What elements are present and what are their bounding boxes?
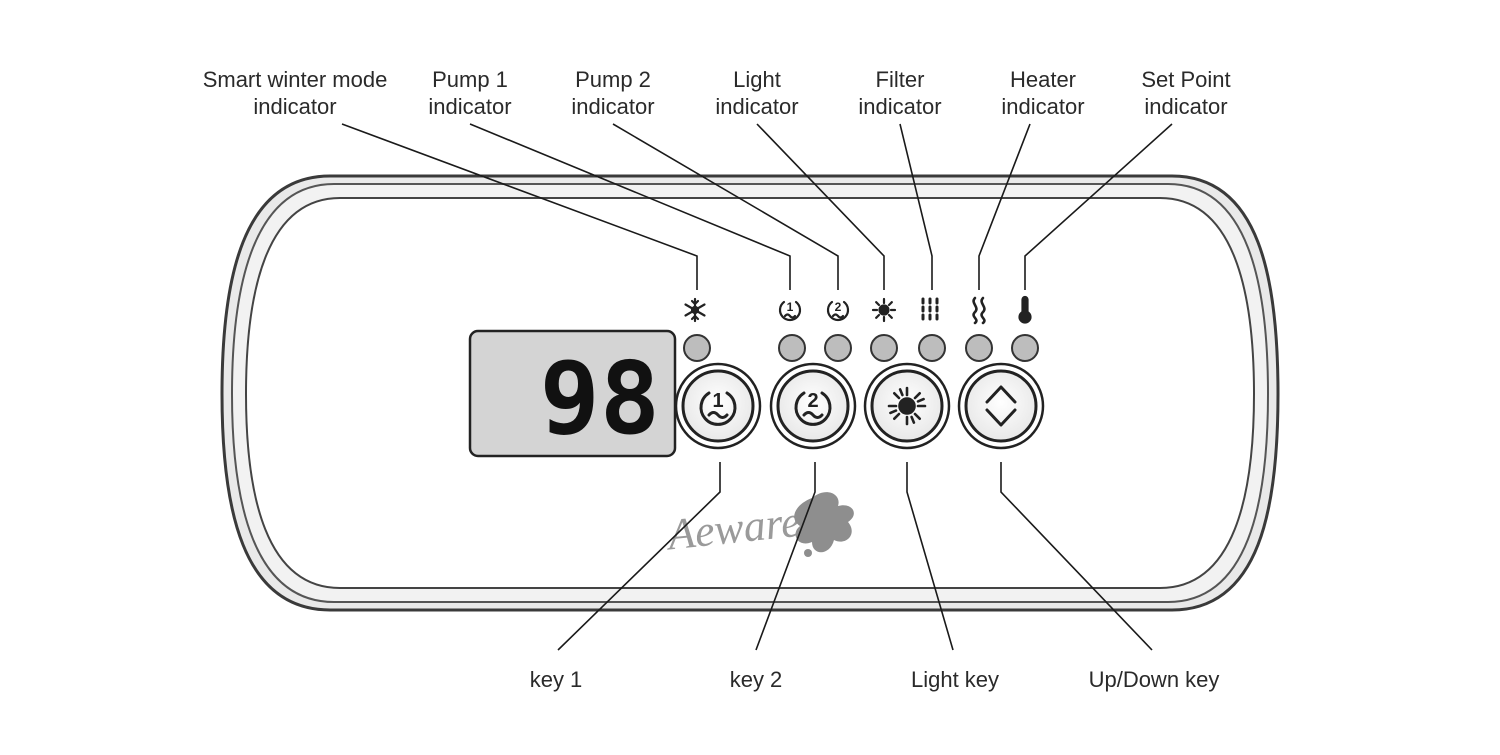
svg-text:2: 2 [835,300,842,314]
label-light-key: Light key [911,666,999,693]
label-key1: key 1 [530,666,583,693]
leader-pump1 [469,123,791,290]
label-line: Pump 2 [575,67,651,92]
led-filter [918,334,946,362]
label-line: key 2 [729,667,783,692]
label-line: indicator [1144,94,1228,119]
label-line: Heater [1009,67,1077,92]
thermometer-icon [1018,295,1032,324]
label-line: Light key [910,667,1000,692]
label-line: Up/Down key [1088,667,1220,692]
up-down-key-button[interactable] [957,362,1045,450]
led-smart-winter [683,334,711,362]
key-2-button[interactable]: 2 [769,362,857,450]
label-up-down-key: Up/Down key [1089,666,1220,693]
leader-key1 [557,462,721,651]
pump2-icon: 2 [826,300,850,322]
leader-light [756,123,885,290]
led-pump1 [778,334,806,362]
leader-smart-winter [341,123,698,290]
label-line: key 1 [529,667,583,692]
led-set-point [1011,334,1039,362]
label-line: indicator [428,94,512,119]
label-line: indicator [858,94,942,119]
brand-splash-dot [804,549,812,557]
label-line: Pump 1 [432,67,508,92]
leader-heater [978,123,1031,290]
svg-text:2: 2 [807,390,818,412]
label-pump2-indicator: Pump 2 indicator [571,66,654,120]
display: 98 [468,329,677,458]
leader-light-key [906,462,954,651]
label-line: Light [733,67,781,92]
pump1-icon: 1 [778,300,802,322]
svg-text:1: 1 [787,300,794,314]
label-line: indicator [1001,94,1085,119]
key-leader-lines [557,462,1153,651]
leader-pump2 [612,123,839,290]
label-key2: key 2 [730,666,783,693]
indicator-leader-lines [341,123,1173,290]
label-line: indicator [571,94,655,119]
label-smart-winter-indicator: Smart winter mode indicator [203,66,388,120]
label-line: indicator [715,94,799,119]
label-set-point-indicator: Set Point indicator [1141,66,1230,120]
light-key-button[interactable] [863,362,951,450]
light-icon [887,386,927,426]
indicator-icons: 1 2 [684,295,1032,325]
snowflake-icon [684,297,706,323]
pump2-icon: 2 [794,390,832,426]
key-1-button[interactable]: 1 [674,362,762,450]
label-line: Smart winter mode [202,67,388,92]
label-line: Filter [875,67,925,92]
display-screen [468,329,677,458]
label-light-indicator: Light indicator [715,66,798,120]
label-filter-indicator: Filter indicator [858,66,941,120]
label-line: indicator [253,94,337,119]
pump1-icon: 1 [699,390,737,426]
leader-filter [899,123,933,290]
label-pump1-indicator: Pump 1 indicator [428,66,511,120]
label-heater-indicator: Heater indicator [1001,66,1084,120]
display-value: 98 [540,340,660,457]
light-icon [871,297,897,323]
up-down-icon [985,385,1017,427]
led-heater [965,334,993,362]
svg-text:1: 1 [712,390,723,412]
leader-set-point [1024,123,1173,290]
indicator-leds [683,334,1039,362]
filter-icon [921,297,939,321]
leader-key2 [755,462,816,651]
heater-icon [972,296,986,325]
leader-up-down-key [1000,462,1153,651]
led-light [870,334,898,362]
led-pump2 [824,334,852,362]
label-line: Set Point [1141,67,1231,92]
